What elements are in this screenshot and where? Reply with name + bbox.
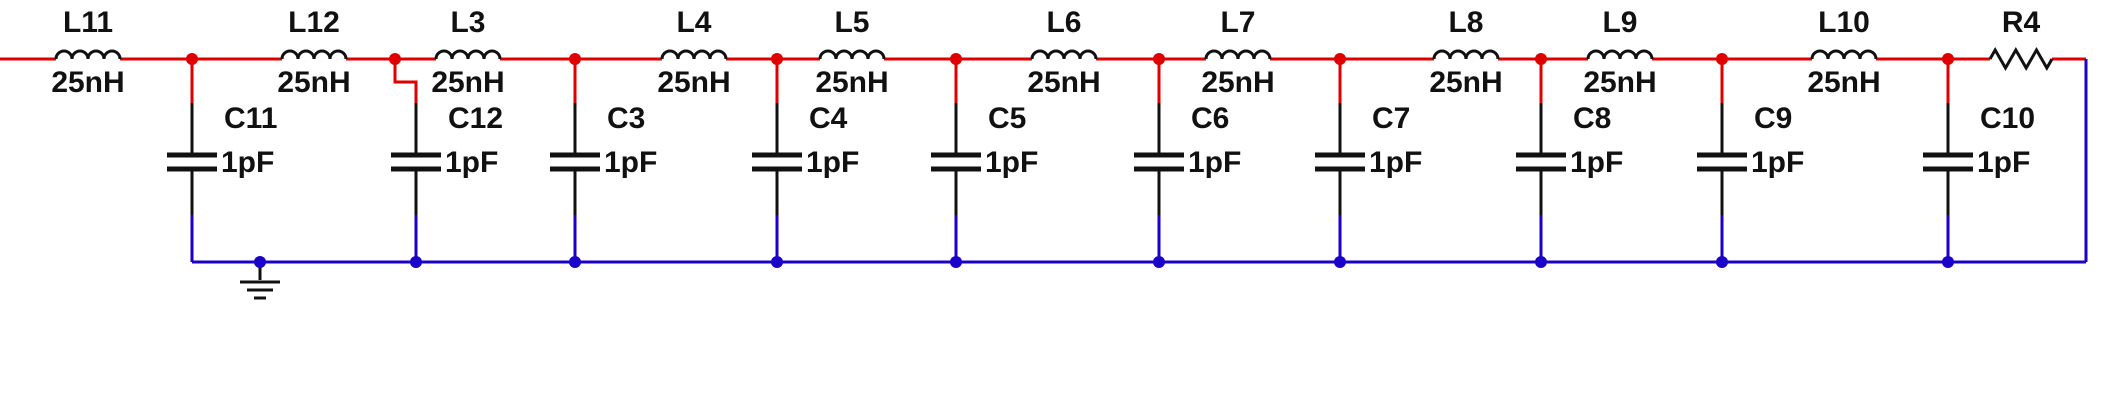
inductor-value-label: 25nH	[431, 66, 504, 99]
capacitor-value-label: 1pF	[806, 146, 859, 179]
inductor-value-label: 25nH	[815, 66, 888, 99]
signal-junction-dot	[950, 53, 962, 65]
inductor-value-label: 25nH	[277, 66, 350, 99]
capacitor-value-label: 1pF	[221, 146, 274, 179]
inductor-value-label: 25nH	[1429, 66, 1502, 99]
ground-junction-dot	[569, 256, 581, 268]
inductor-coil	[1204, 49, 1272, 60]
signal-junction-dot	[186, 53, 198, 65]
signal-junction-dot	[1942, 53, 1954, 65]
components	[54, 46, 2054, 300]
inductor-ref-label: L7	[1220, 6, 1255, 39]
capacitor-value-label: 1pF	[985, 146, 1038, 179]
inductor-coil	[434, 49, 502, 60]
inductor-ref-label: L6	[1046, 6, 1081, 39]
inductor-value-label: 25nH	[1807, 66, 1880, 99]
ground-junction-dot	[254, 256, 266, 268]
capacitor-value-label: 1pF	[1188, 146, 1241, 179]
ground-junction-dot	[950, 256, 962, 268]
capacitor-ref-label: C12	[448, 102, 503, 135]
inductor-ref-label: L3	[450, 6, 485, 39]
inductor-ref-label: L12	[288, 6, 340, 39]
ground-junction-dot	[1535, 256, 1547, 268]
signal-wire	[393, 59, 418, 103]
junction-dots	[186, 53, 1954, 268]
inductor-value-label: 25nH	[51, 66, 124, 99]
inductor-value-label: 25nH	[1027, 66, 1100, 99]
ground-junction-dot	[410, 256, 422, 268]
capacitor-value-label: 1pF	[1977, 146, 2030, 179]
inductor-ref-label: L4	[676, 6, 711, 39]
capacitor-ref-label: C11	[224, 102, 277, 135]
capacitor-ref-label: C6	[1191, 102, 1229, 135]
signal-junction-dot	[389, 53, 401, 65]
inductor-coil	[54, 49, 122, 60]
inductor-coil	[280, 49, 348, 60]
inductor-ref-label: L10	[1818, 6, 1870, 39]
component-labels: L11 25nH L12 25nH L3 25nH L4 25nH L5 25nH L6 25nH L7…	[51, 6, 2040, 179]
wires	[0, 57, 2088, 280]
resistor-zigzag	[1988, 46, 2054, 72]
signal-junction-dot	[1334, 53, 1346, 65]
inductor-coil	[1586, 49, 1654, 60]
capacitor-value-label: 1pF	[1751, 146, 1804, 179]
inductor-value-label: 25nH	[657, 66, 730, 99]
capacitor-ref-label: C3	[607, 102, 645, 135]
inductor-ref-label: L11	[63, 6, 113, 39]
signal-junction-dot	[569, 53, 581, 65]
signal-junction-dot	[1535, 53, 1547, 65]
inductor-ref-label: L5	[834, 6, 869, 39]
signal-junction-dot	[1716, 53, 1728, 65]
inductor-value-label: 25nH	[1201, 66, 1274, 99]
ground-junction-dot	[1942, 256, 1954, 268]
inductor-ref-label: L9	[1602, 6, 1637, 39]
inductor-coil	[1432, 49, 1500, 60]
capacitor-ref-label: C9	[1754, 102, 1792, 135]
ground-junction-dot	[1716, 256, 1728, 268]
capacitor-ref-label: C8	[1573, 102, 1611, 135]
signal-junction-dot	[771, 53, 783, 65]
capacitor-ref-label: C5	[988, 102, 1026, 135]
capacitor-ref-label: C7	[1372, 102, 1410, 135]
capacitor-value-label: 1pF	[604, 146, 657, 179]
capacitor-ref-label: C4	[809, 102, 848, 135]
inductor-value-label: 25nH	[1583, 66, 1656, 99]
inductor-ref-label: L8	[1448, 6, 1483, 39]
ground-junction-dot	[1153, 256, 1165, 268]
ground-junction-dot	[1334, 256, 1346, 268]
capacitor-value-label: 1pF	[1369, 146, 1422, 179]
signal-junction-dot	[1153, 53, 1165, 65]
inductor-coil	[660, 49, 728, 60]
ground-junction-dot	[771, 256, 783, 268]
inductor-coil	[818, 49, 886, 60]
capacitor-value-label: 1pF	[1570, 146, 1623, 179]
capacitor-ref-label: C10	[1980, 102, 2035, 135]
capacitor-value-label: 1pF	[445, 146, 498, 179]
resistor-ref-label: R4	[2002, 6, 2041, 39]
inductor-coil	[1810, 49, 1878, 60]
inductor-coil	[1030, 49, 1098, 60]
